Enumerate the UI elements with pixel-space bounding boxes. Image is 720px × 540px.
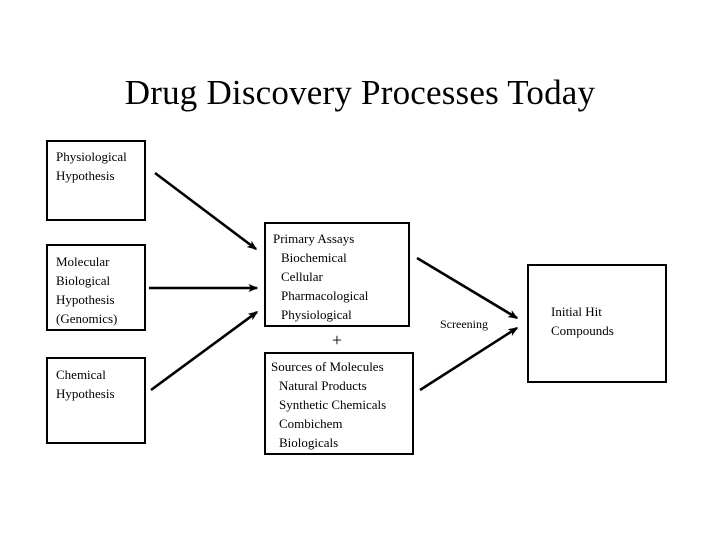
arrow-primary-to-hits xyxy=(416,256,519,320)
page-title: Drug Discovery Processes Today xyxy=(124,73,596,112)
node-primary-assays[interactable]: Primary Assays Biochemical Cellular Phar… xyxy=(264,222,410,327)
node-text: Physiological Hypothesis xyxy=(48,142,144,185)
node-list-item: Biochemical xyxy=(281,250,347,265)
node-text: Sources of Molecules Natural Products Sy… xyxy=(266,354,412,452)
node-line: Compounds xyxy=(551,323,614,338)
node-line: Physiological xyxy=(56,149,127,164)
arrow-physiological-to-primary xyxy=(154,171,258,251)
node-line: (Genomics) xyxy=(56,311,118,326)
node-list-item: Biologicals xyxy=(279,435,339,450)
node-physiological-hypothesis[interactable]: Physiological Hypothesis xyxy=(46,140,146,221)
node-initial-hit-compounds[interactable]: Initial Hit Compounds xyxy=(527,264,667,383)
node-list-item: Cellular xyxy=(281,269,323,284)
node-line: Hypothesis xyxy=(56,292,115,307)
node-list-item: Physiological xyxy=(281,307,352,322)
plus-sign: + xyxy=(331,330,343,350)
node-list-item: Combichem xyxy=(279,416,343,431)
node-line: Hypothesis xyxy=(56,168,115,183)
node-molecular-biological-hypothesis[interactable]: Molecular Biological Hypothesis (Genomic… xyxy=(46,244,146,331)
node-heading: Sources of Molecules xyxy=(271,359,384,374)
node-list-item: Pharmacological xyxy=(281,288,369,303)
node-text: Primary Assays Biochemical Cellular Phar… xyxy=(266,224,408,324)
node-chemical-hypothesis[interactable]: Chemical Hypothesis xyxy=(46,357,146,444)
node-line: Hypothesis xyxy=(56,386,115,401)
node-sources-of-molecules[interactable]: Sources of Molecules Natural Products Sy… xyxy=(264,352,414,455)
arrow-sources-to-hits xyxy=(419,326,519,392)
arrow-chemical-to-primary xyxy=(150,310,259,392)
node-text: Molecular Biological Hypothesis (Genomic… xyxy=(48,246,144,328)
node-list-item: Natural Products xyxy=(279,378,367,393)
node-heading: Primary Assays xyxy=(273,231,355,246)
node-text: Initial Hit Compounds xyxy=(551,302,614,340)
node-line: Chemical xyxy=(56,367,106,382)
node-list-item: Synthetic Chemicals xyxy=(279,397,387,412)
node-line: Initial Hit xyxy=(551,304,602,319)
node-line: Biological xyxy=(56,273,111,288)
node-line: Molecular xyxy=(56,254,110,269)
node-text: Chemical Hypothesis xyxy=(48,359,144,403)
screening-label: Screening xyxy=(440,317,488,331)
